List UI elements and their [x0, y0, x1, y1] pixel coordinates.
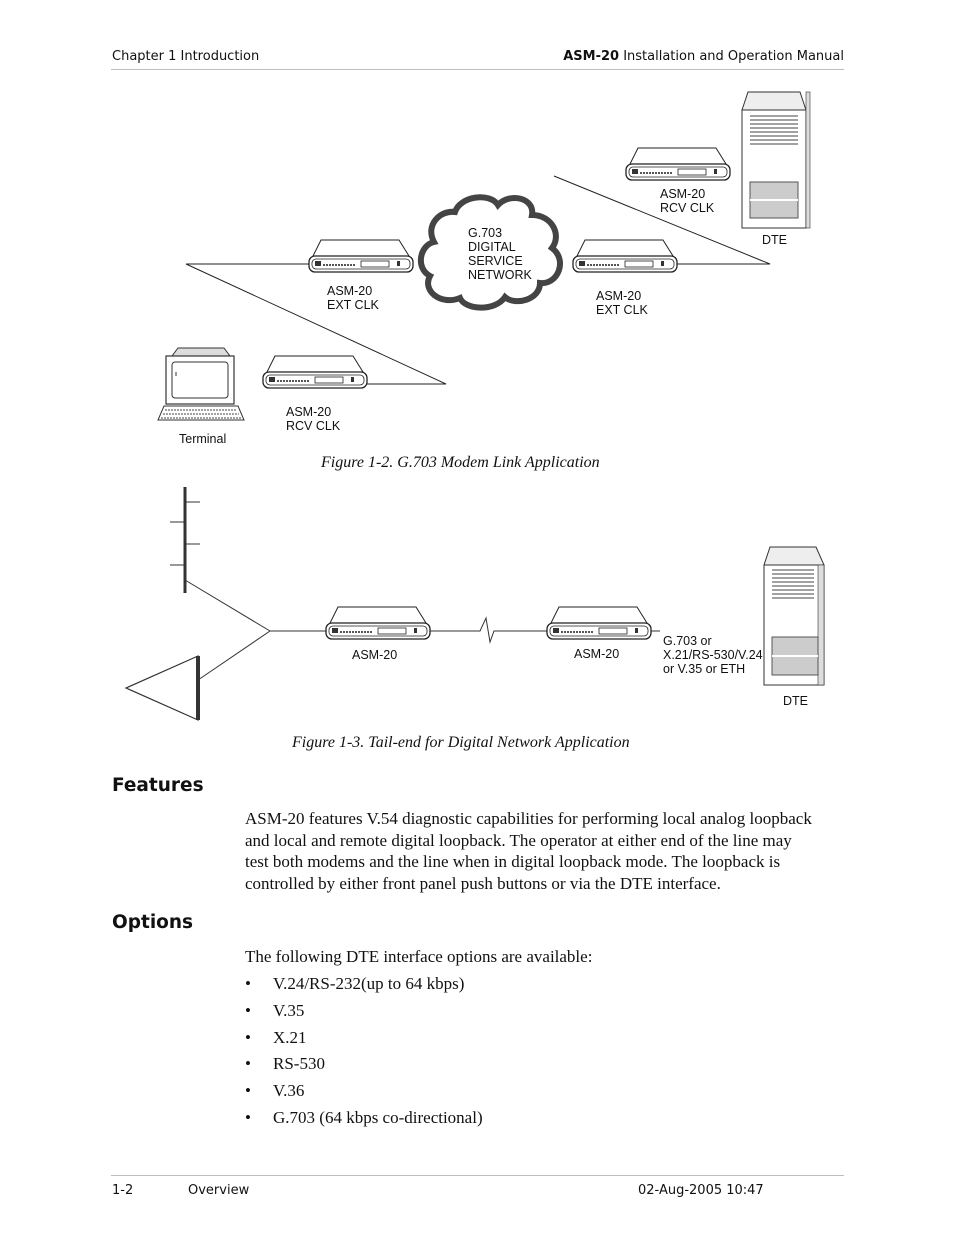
- modem-bottom-rcv-label-2: RCV CLK: [286, 419, 341, 433]
- modem-left-ext-clk: [308, 239, 414, 273]
- features-line-1: ASM-20 features V.54 diagnostic capabili…: [245, 809, 812, 828]
- dte-label-fig3: DTE: [783, 694, 808, 708]
- footer-section: Overview: [188, 1183, 250, 1198]
- network-cloud: [417, 194, 563, 311]
- list-item: V.36: [245, 1080, 483, 1107]
- figure-1-3-caption: Figure 1-3. Tail-end for Digital Network…: [292, 734, 630, 751]
- list-item: RS-530: [245, 1053, 483, 1080]
- running-header-title: ASM-20 Installation and Operation Manual: [563, 49, 844, 64]
- modem-fig3-1: [325, 606, 431, 640]
- link-line-left: [185, 263, 447, 385]
- link-line-fig3: [422, 616, 551, 644]
- features-line-3: test both modems and the line when in di…: [245, 852, 781, 871]
- cloud-label-line-1: G.703: [468, 226, 502, 240]
- running-header-chapter: Chapter 1 Introduction: [112, 49, 260, 64]
- manual-title-rest: Installation and Operation Manual: [619, 49, 844, 64]
- interface-label-3: or V.35 or ETH: [663, 662, 745, 676]
- features-line-2: and local and remote digital loopback. T…: [245, 830, 792, 850]
- list-item: G.703 (64 kbps co-directional): [245, 1107, 483, 1134]
- modem-top-right: [625, 147, 731, 181]
- interface-label-2: X.21/RS-530/V.24: [663, 648, 763, 662]
- features-heading: Features: [112, 775, 204, 796]
- figure-1-2-caption: Figure 1-2. G.703 Modem Link Application: [321, 454, 600, 471]
- modem-fig3-2: [546, 606, 652, 640]
- modem-right-ext-label-1: ASM-20: [596, 289, 641, 303]
- list-item: V.35: [245, 1000, 483, 1027]
- list-item: X.21: [245, 1027, 483, 1054]
- dte-tower-icon: [741, 91, 811, 229]
- modem-fig3-2-label: ASM-20: [574, 647, 619, 661]
- modem-bottom-rcv-clk: [262, 355, 368, 389]
- modem-fig3-1-label: ASM-20: [352, 648, 397, 662]
- footer-page-number: 1-2: [112, 1183, 134, 1198]
- features-paragraph: ASM-20 features V.54 diagnostic capabili…: [245, 808, 845, 894]
- figures-diagram: G.703 DIGITAL SERVICE NETWORK ASM-20 RCV…: [124, 91, 825, 721]
- cloud-label-line-4: NETWORK: [468, 268, 533, 282]
- modem-top-right-label-1: ASM-20: [660, 187, 705, 201]
- header-rule: [111, 69, 844, 70]
- tail-end-triangle: [124, 655, 199, 721]
- dte-tower-icon-fig3: [763, 546, 825, 686]
- options-intro: The following DTE interface options are …: [245, 947, 593, 966]
- cloud-label-line-3: SERVICE: [468, 254, 523, 268]
- features-line-4: controlled by either front panel push bu…: [245, 873, 721, 893]
- footer-date: 02-Aug-2005 10:47: [638, 1183, 764, 1198]
- terminal-label: Terminal: [179, 432, 226, 446]
- options-heading: Options: [112, 912, 194, 933]
- list-item: V.24/RS-232(up to 64 kbps): [245, 973, 483, 1000]
- modem-left-ext-label-1: ASM-20: [327, 284, 372, 298]
- dte-label-fig2: DTE: [762, 233, 787, 247]
- modem-bottom-rcv-label-1: ASM-20: [286, 405, 331, 419]
- terminal-icon: [157, 347, 245, 421]
- interface-label-1: G.703 or: [663, 634, 712, 648]
- options-list: V.24/RS-232(up to 64 kbps) V.35 X.21 RS-…: [245, 973, 483, 1134]
- modem-top-right-label-2: RCV CLK: [660, 201, 715, 215]
- cloud-label-line-2: DIGITAL: [468, 240, 516, 254]
- manual-product-name: ASM-20: [563, 49, 620, 64]
- footer-rule: [111, 1175, 844, 1176]
- modem-left-ext-label-2: EXT CLK: [327, 298, 380, 312]
- modem-right-ext-clk: [572, 239, 678, 273]
- modem-right-ext-label-2: EXT CLK: [596, 303, 649, 317]
